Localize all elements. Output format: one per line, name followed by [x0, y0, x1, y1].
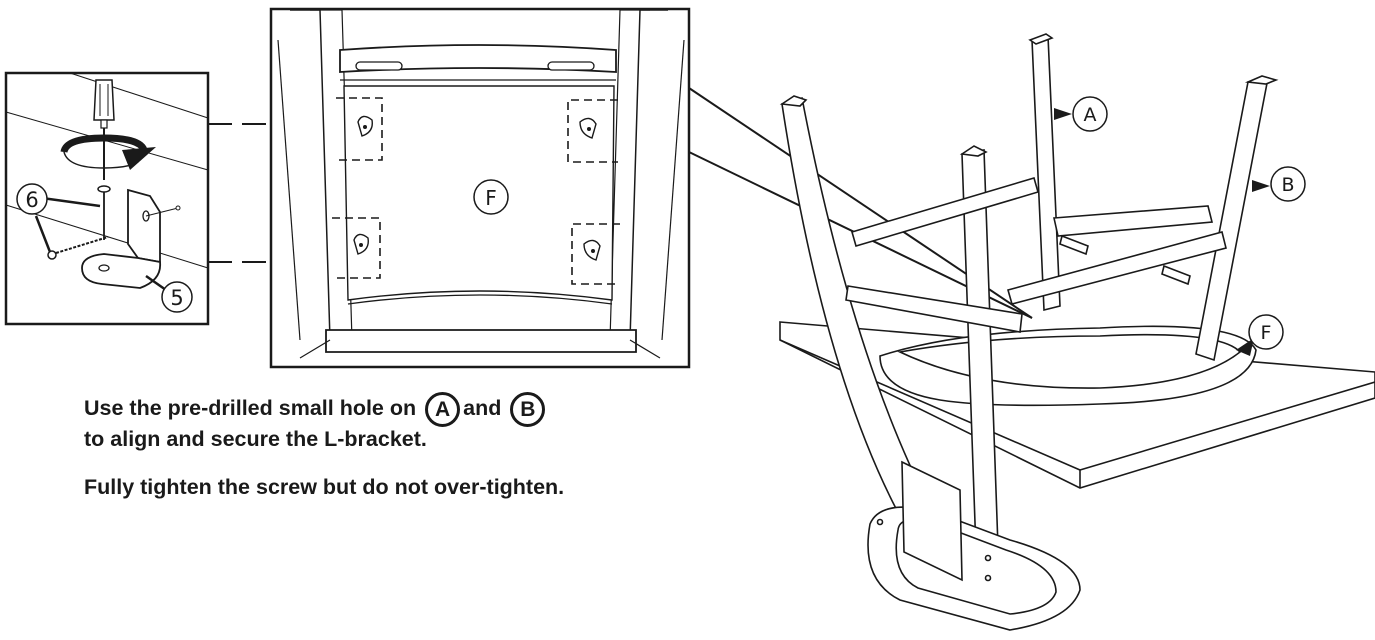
chair-illustration: [779, 33, 1375, 631]
part-a-inline-badge: A: [425, 392, 461, 427]
part-b-badge: [1270, 166, 1306, 202]
part-6-badge: [16, 183, 48, 215]
part-f-chair-label: F: [1261, 322, 1272, 344]
screw-icon: [47, 236, 109, 260]
part-a-badge: [1072, 96, 1108, 132]
instruction-line-2: to align and secure the L-bracket.: [84, 427, 427, 451]
instruction-and: and: [463, 396, 502, 421]
l-bracket-icon: [81, 188, 181, 289]
bracket-detail-panel: 6 5: [4, 71, 210, 326]
part-f-badge: [473, 179, 509, 215]
part-a-label: A: [1084, 104, 1097, 126]
seat-underside-panel: F: [269, 7, 691, 369]
screw-icon: [97, 185, 111, 240]
instruction-text: Use the pre-drilled small hole on: [84, 396, 417, 421]
part-b-inline-badge: B: [510, 392, 546, 427]
part-5-badge: [161, 281, 193, 313]
instruction-line-3: Fully tighten the screw but do not over-…: [84, 475, 565, 499]
part-b-label: B: [1281, 174, 1294, 196]
part-f-label: F: [485, 186, 497, 210]
part-5-label: 5: [170, 286, 183, 310]
chair-callouts: A B F: [1054, 96, 1306, 356]
rotate-arrow-icon: [60, 134, 156, 170]
part-6-label: 6: [25, 188, 38, 212]
part-f-chair-badge: [1248, 314, 1284, 350]
